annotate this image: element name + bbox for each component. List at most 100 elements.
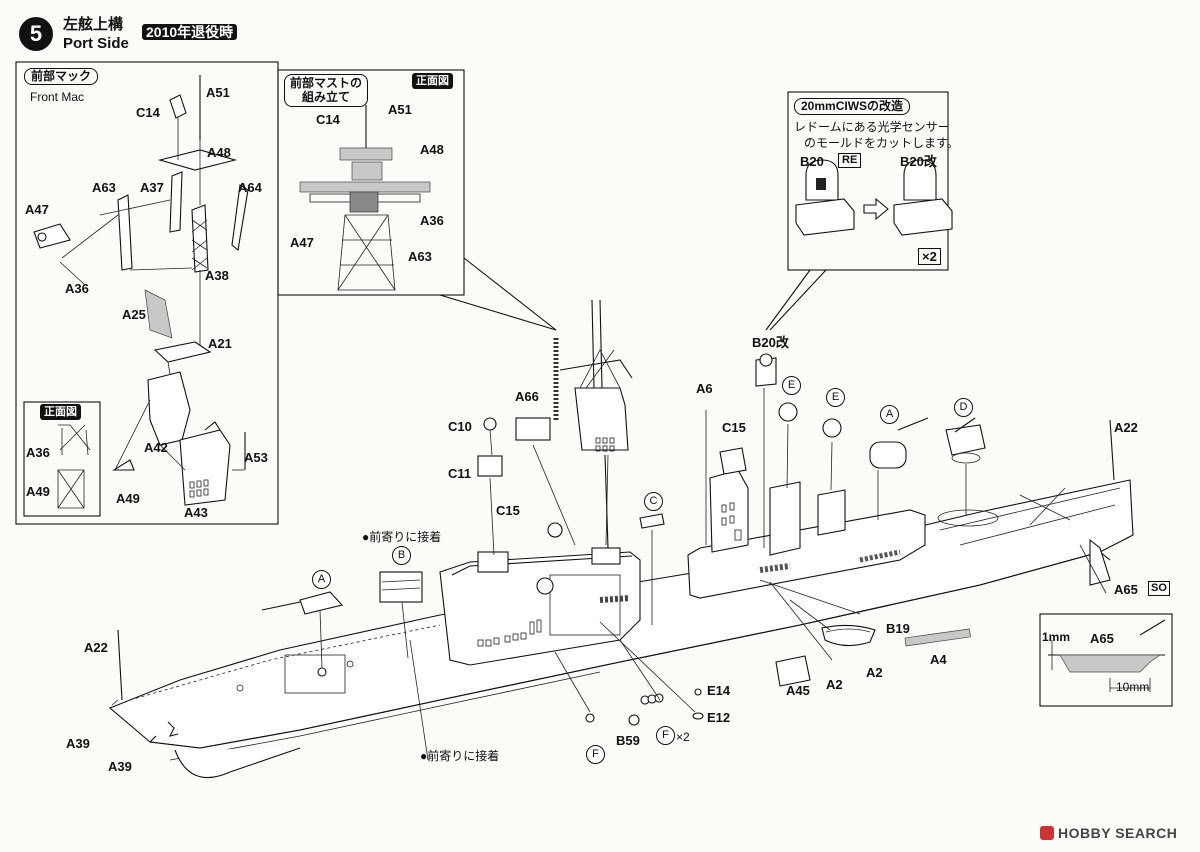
part-label: C14 — [316, 112, 340, 127]
mast-callout-line-2 — [439, 294, 557, 331]
part-label: A47 — [290, 235, 314, 250]
mast-assembly-title: 前部マストの 組み立て — [284, 74, 369, 107]
label-a22-stern: A22 — [1114, 420, 1138, 435]
aft-superstructure — [687, 417, 986, 599]
missile-launcher — [945, 424, 986, 456]
front-view-tag: 正面図 — [40, 404, 81, 420]
part-label: A64 — [238, 180, 262, 195]
front-view-drawings — [57, 424, 91, 509]
part-label: A36 — [420, 213, 444, 228]
gun-turret-fwd — [299, 591, 344, 615]
bulbous-bow — [174, 747, 301, 779]
part-label: A42 — [144, 440, 168, 455]
era-tag: 2010年退役時 — [142, 24, 238, 40]
part-label: A51 — [206, 85, 230, 100]
watermark-text: HOBBY SEARCH — [1058, 825, 1178, 841]
part-label: A49 — [116, 491, 140, 506]
part-label: A53 — [244, 450, 268, 465]
bow-jackstaff — [117, 629, 123, 701]
part-label: C14 — [136, 105, 160, 120]
label-b19: B19 — [886, 621, 910, 636]
ladder-a4 — [904, 628, 971, 647]
part-label: A21 — [208, 336, 232, 351]
assembly-leader-lines — [111, 388, 1107, 761]
detail-inset-frame — [1039, 613, 1173, 707]
part-c10 — [483, 417, 497, 431]
watermark: HOBBY SEARCH — [1040, 826, 1177, 840]
part-label: A25 — [122, 307, 146, 322]
ciws-panel-frame — [787, 91, 949, 271]
ships-boat — [821, 624, 876, 647]
circled-label-f: F — [586, 745, 605, 764]
circled-label-d: D — [954, 398, 973, 417]
boat-davit-a45 — [775, 655, 811, 687]
inset-10mm: 10mm — [1116, 680, 1150, 694]
part-label: A51 — [388, 102, 412, 117]
label-c10: C10 — [448, 419, 472, 434]
torpedo-rack-b — [379, 571, 423, 603]
circled-label-e: E — [826, 388, 845, 407]
circled-label-c: C — [644, 492, 663, 511]
ciws-callout-line — [765, 269, 811, 331]
part-label: A37 — [140, 180, 164, 195]
label-a65: A65 — [1114, 582, 1138, 597]
ciws-after-label: B20改 — [900, 154, 937, 169]
label-b20-kai: B20改 — [752, 335, 789, 350]
label-a39: A39 — [108, 759, 132, 774]
circled-label-a: A — [312, 570, 331, 589]
ciws-before-label: B20 — [800, 154, 824, 169]
watermark-logo-icon — [1040, 826, 1054, 840]
part-c11 — [477, 455, 503, 477]
part-label: A63 — [92, 180, 116, 195]
label-a22-bow: A22 — [84, 640, 108, 655]
label-e12: E12 — [707, 710, 731, 725]
front-mast-exploded — [33, 75, 249, 506]
part-f-vents — [585, 693, 664, 723]
label-a39: A39 — [66, 736, 90, 751]
mast-assembly-title-line1: 前部マストの — [290, 76, 363, 90]
ciws-quantity: ×2 — [918, 248, 941, 265]
inset-1mm: 1mm — [1042, 630, 1071, 644]
rudder — [1089, 538, 1111, 586]
radome-fwd — [536, 577, 554, 595]
note-forward-1: ●前寄りに接着 — [362, 530, 442, 544]
front-mast-title-ja: 前部マック — [24, 68, 99, 85]
label-e14: E14 — [707, 683, 731, 698]
label-a4: A4 — [930, 652, 947, 667]
part-label: A48 — [207, 145, 231, 160]
funnel-aft — [769, 481, 801, 556]
part-label: A43 — [184, 505, 208, 520]
stern-flagpole — [1109, 419, 1115, 481]
ciws-before-badge: RE — [838, 153, 862, 168]
step-title-ja: 左舷上構 — [63, 16, 124, 33]
mast-view-tag: 正面図 — [412, 73, 453, 89]
part-label: A36 — [65, 281, 89, 296]
label-b59: B59 — [616, 733, 640, 748]
director-e1 — [778, 402, 798, 422]
detail-inset-drawing — [1048, 619, 1166, 692]
label-a6: A6 — [696, 381, 713, 396]
front-mast-title-en: Front Mac — [30, 90, 85, 104]
label-f-qty: ×2 — [676, 730, 690, 744]
mast-assembly-panel-frame — [277, 69, 465, 296]
mast-assembly-title-line2: 組み立て — [302, 90, 351, 105]
director-e2 — [822, 418, 842, 438]
ciws-note-1: レドームにある光学センサー — [794, 120, 950, 134]
inset-a65: A65 — [1090, 631, 1114, 646]
ciws-before-after — [795, 159, 953, 236]
mast-assembly-drawing — [299, 105, 431, 291]
label-a2: A2 — [866, 665, 883, 680]
funnel-fwd — [709, 469, 749, 553]
gun-turret-aft — [869, 441, 907, 469]
part-label: A36 — [26, 445, 50, 460]
part-label: A47 — [25, 202, 49, 217]
step-number: 5 — [29, 21, 43, 46]
part-b59 — [628, 714, 640, 726]
ciws-title: 20mmCIWSの改造 — [794, 98, 911, 115]
part-label: A49 — [26, 484, 50, 499]
label-a66: A66 — [515, 389, 539, 404]
circled-label-f: F — [656, 726, 675, 745]
label-a45: A45 — [786, 683, 810, 698]
